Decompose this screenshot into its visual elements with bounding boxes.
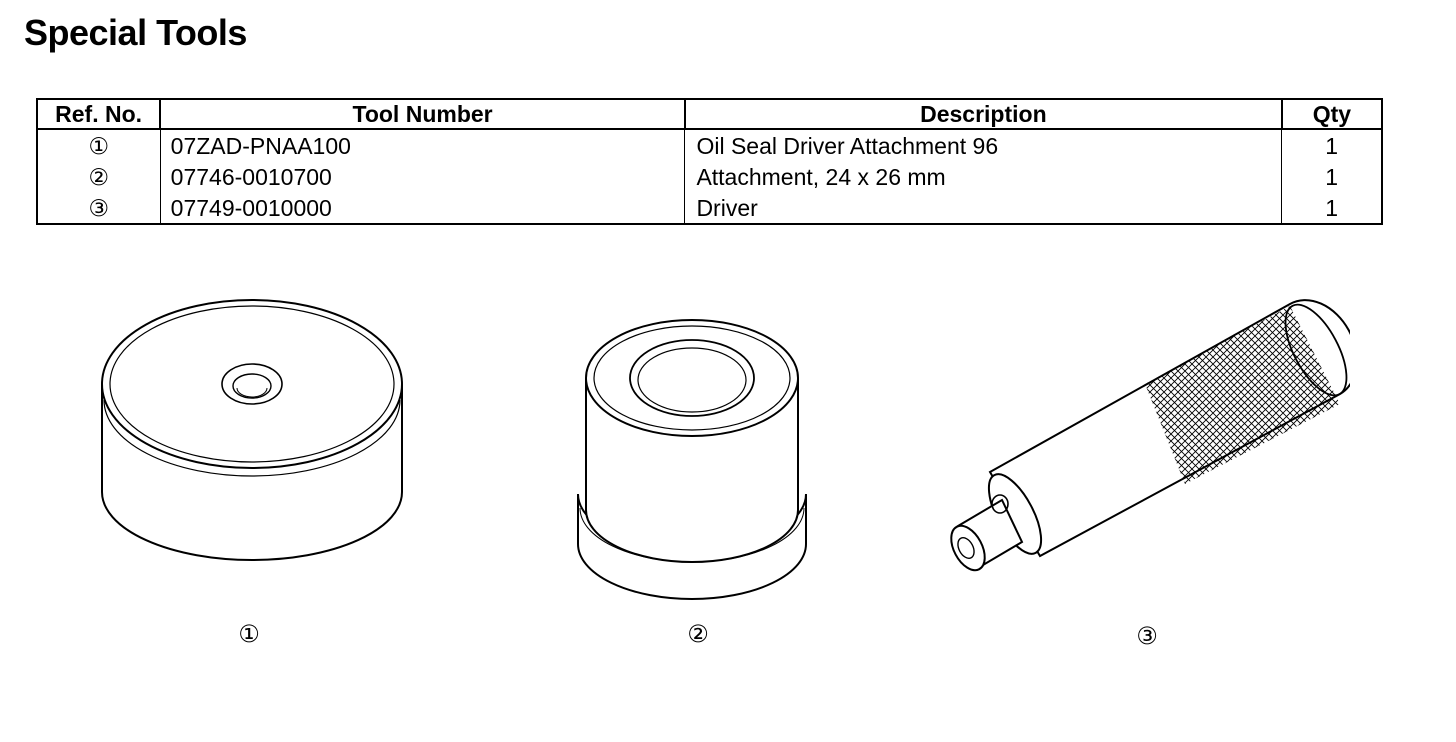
figure-label: ② <box>687 621 709 648</box>
table-row: ① 07ZAD-PNAA100 Oil Seal Driver Attachme… <box>36 129 1383 161</box>
cell-qty: 1 <box>1281 192 1383 224</box>
table-header-row: Ref. No. Tool Number Description Qty <box>35 98 1384 130</box>
cell-description: Oil Seal Driver Attachment 96 <box>684 129 1283 161</box>
header-ref-no: Ref. No. <box>35 98 162 130</box>
header-tool-number: Tool Number <box>159 98 686 130</box>
table-row: ③ 07749-0010000 Driver 1 <box>36 192 1383 224</box>
cell-qty: 1 <box>1281 161 1383 192</box>
cell-description: Attachment, 24 x 26 mm <box>684 161 1283 192</box>
header-qty: Qty <box>1280 98 1384 130</box>
cell-tool-number: 07749-0010000 <box>159 192 686 224</box>
special-tools-table: Ref. No. Tool Number Description Qty ① 0… <box>35 98 1384 225</box>
table-row: ② 07746-0010700 Attachment, 24 x 26 mm 1 <box>36 161 1383 192</box>
cell-qty: 1 <box>1281 129 1383 161</box>
figure-label: ③ <box>1136 623 1158 650</box>
page-title: Special Tools <box>24 12 247 53</box>
header-description: Description <box>683 98 1283 130</box>
cell-tool-number: 07ZAD-PNAA100 <box>159 129 686 161</box>
cell-tool-number: 07746-0010700 <box>159 161 686 192</box>
seal-driver-attachment-icon <box>101 299 403 561</box>
figure-label: ① <box>238 621 260 648</box>
driver-handle-icon <box>950 299 1350 572</box>
cell-ref: ① <box>36 129 161 161</box>
attachment-icon <box>577 319 807 600</box>
cell-ref: ② <box>36 161 161 192</box>
cell-ref: ③ <box>36 192 161 224</box>
cell-description: Driver <box>684 192 1283 224</box>
